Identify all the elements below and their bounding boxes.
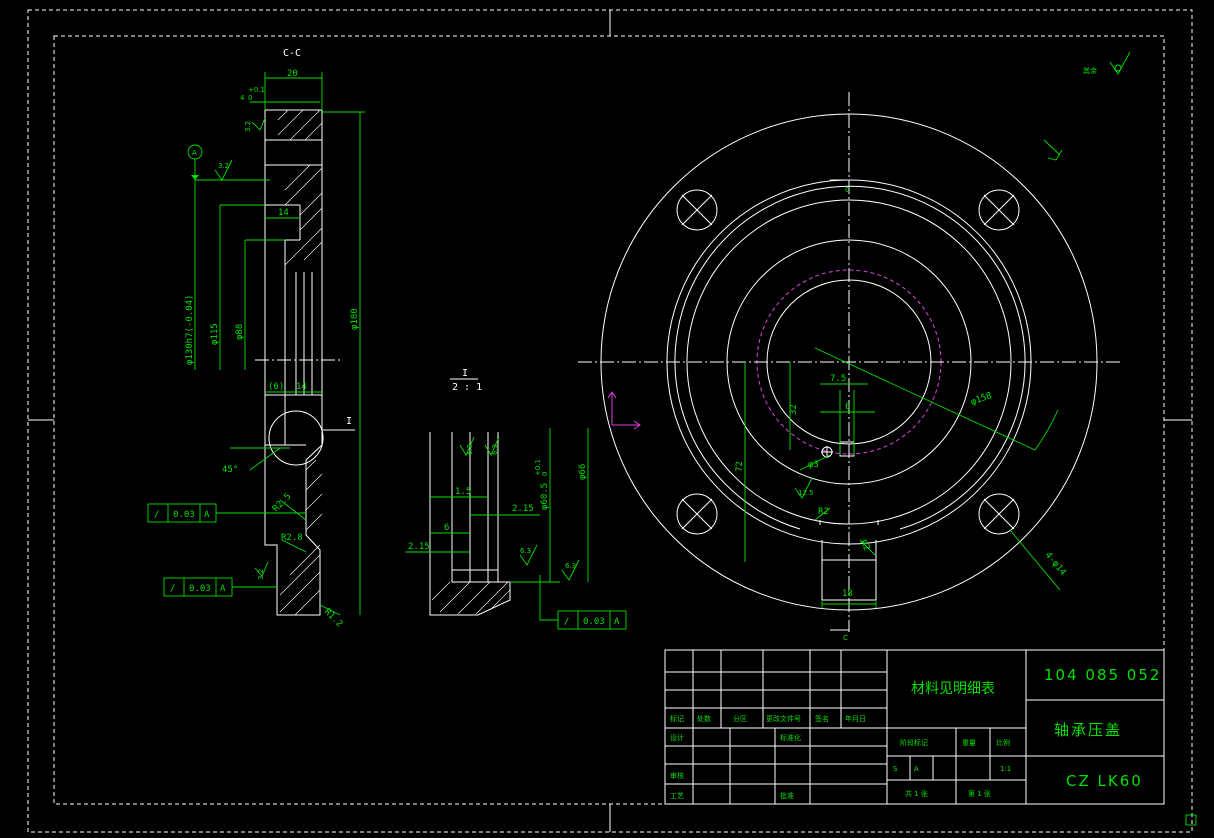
product-code: CZ LK60 (1066, 772, 1143, 790)
svg-text:/: / (564, 617, 569, 627)
dim-chamfer: 45° (222, 465, 238, 475)
dim-r25: R2.5 (271, 492, 293, 514)
svg-text:标准化: 标准化 (780, 733, 801, 742)
section-title: C-C (283, 48, 301, 59)
dim-72: 72 (735, 461, 745, 472)
datum-label: A (192, 149, 197, 157)
svg-text:更改文件号: 更改文件号 (766, 714, 801, 723)
dim-14a: 14 (278, 208, 289, 218)
svg-text:工艺: 工艺 (670, 792, 684, 800)
svg-text:A: A (204, 510, 210, 520)
svg-text:S: S (893, 765, 898, 773)
dim-r12: R1.2 (322, 607, 344, 629)
ucs-box-icon (1185, 814, 1197, 826)
dim-tol: 4 (240, 94, 245, 102)
svg-text:A: A (914, 765, 919, 773)
dim-2-15b: 2.15 (408, 542, 430, 552)
dim-phi3: φ3 (808, 460, 819, 470)
dim-width: 20 (287, 69, 298, 79)
surf-3: 3.2 (257, 569, 265, 580)
dim-1-5: 1.5 (455, 487, 471, 497)
surf-2: 3.2 (244, 121, 252, 132)
svg-text:重量: 重量 (962, 739, 976, 747)
svg-text:/: / (170, 584, 175, 594)
svg-text:处数: 处数 (697, 714, 711, 723)
section-mark-top: C (845, 186, 850, 194)
dim-tol-sup: +0.1 (248, 86, 265, 94)
bolt-holes (676, 189, 1020, 535)
detail-outline (429, 432, 511, 616)
dim-14b: 14 (296, 382, 307, 392)
dim-phi88: φ88 (235, 324, 245, 340)
svg-text:1:1: 1:1 (1000, 765, 1011, 773)
dim-r2: R2 (818, 507, 829, 517)
front-view: 7.5 32 6 φ3 72 R2 R2 18 φ158 4-φ14 12.5 … (578, 92, 1120, 642)
section-mark-bottom: C (843, 634, 848, 642)
svg-text:A: A (220, 584, 226, 594)
dim-phi130: φ130h7(-0.04) (185, 295, 195, 365)
section-outline (264, 109, 323, 616)
roughness-symbol (1109, 51, 1131, 75)
dim-6-detail: 6 (444, 523, 449, 533)
dim-phi158: φ158 (970, 391, 994, 408)
dim-phi60-5-sub: 0 (541, 472, 549, 476)
roughness-note: 其余 (1083, 66, 1097, 75)
svg-text:6.3: 6.3 (565, 562, 576, 570)
svg-text:签名: 签名 (815, 714, 829, 723)
dim-tol-sub: 0 (248, 94, 252, 102)
dim-r28: R2.8 (281, 533, 303, 543)
svg-text:比例: 比例 (996, 738, 1010, 747)
title-block: 材料见明细表 104 085 052 轴承压盖 CZ LK60 标记 处数 分区… (664, 649, 1165, 805)
tolerance-frame-1: / 0.03 A (147, 503, 306, 523)
dim-32: 32 (789, 404, 799, 415)
dim-phi66: φ66 (578, 464, 588, 480)
svg-text:标记: 标记 (670, 714, 684, 723)
dim-phi115: φ115 (210, 323, 220, 345)
detail-view: I 2 : 1 1.5 2.15 6 2.15 φ60.5 +0.1 0 φ66… (405, 368, 589, 616)
svg-text:0.03: 0.03 (583, 617, 605, 627)
surf-1: 3.2 (218, 162, 229, 170)
dim-2-15a: 2.15 (512, 504, 534, 514)
tolerance-frame-2: / 0.03 A (163, 577, 277, 597)
svg-text:A: A (614, 617, 620, 627)
dim-phi180: φ180 (350, 308, 360, 330)
svg-text:0.03: 0.03 (189, 584, 211, 594)
part-name: 轴承压盖 (1054, 721, 1122, 739)
detail-scale: 2 : 1 (452, 382, 482, 393)
svg-text:共 1 张: 共 1 张 (905, 789, 928, 798)
svg-text:审核: 审核 (670, 771, 684, 780)
surf-front: 12.5 (798, 489, 814, 497)
dim-r2b: R2 (857, 539, 871, 553)
dim-7-5: 7.5 (830, 374, 846, 384)
tolerance-frame-3: / 0.03 A (539, 575, 627, 630)
detail-title: I (462, 368, 468, 379)
svg-text:6.3: 6.3 (520, 547, 531, 555)
dim-phi60-5: φ60.5 (540, 483, 550, 510)
dim-6-front: 6 (845, 402, 850, 412)
section-view: C-C I (185, 48, 365, 629)
dim-phi60-5-sup: +0.1 (534, 459, 542, 476)
svg-text:批准: 批准 (780, 791, 794, 800)
svg-text:第 1 张: 第 1 张 (968, 789, 991, 798)
svg-text:/: / (154, 510, 159, 520)
dim-6: (6) (268, 382, 284, 392)
svg-text:设计: 设计 (670, 733, 684, 742)
svg-text:6.3: 6.3 (491, 444, 499, 455)
inner-border (53, 35, 1165, 805)
detail-callout: I (346, 416, 352, 427)
svg-text:年月日: 年月日 (845, 714, 866, 723)
svg-text:阶段标记: 阶段标记 (900, 738, 928, 747)
dim-18: 18 (842, 589, 853, 599)
svg-text:0.03: 0.03 (173, 510, 195, 520)
svg-text:6.3: 6.3 (466, 444, 474, 455)
svg-text:分区: 分区 (733, 714, 747, 723)
material-text: 材料见明细表 (911, 681, 995, 697)
outer-border (27, 9, 1193, 833)
detail-circle (268, 410, 324, 466)
drawing-number: 104 085 052 (1044, 666, 1161, 684)
